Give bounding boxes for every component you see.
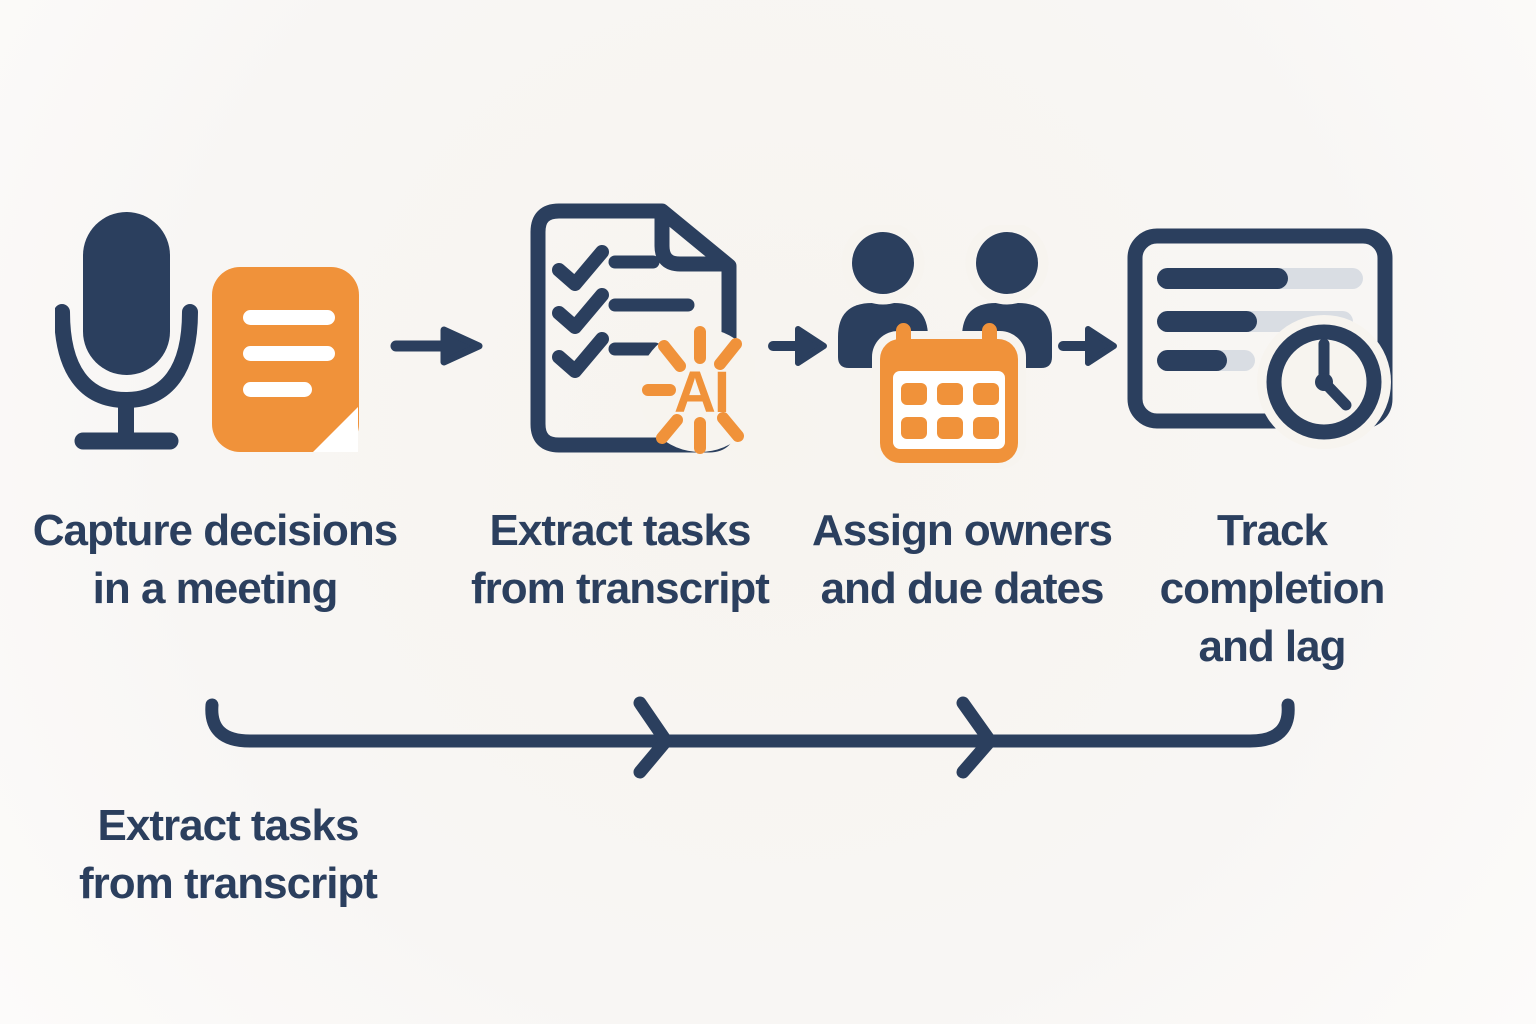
clock-icon xyxy=(1257,315,1391,449)
timeline-line xyxy=(205,698,1295,748)
step-label-track-completion: Track completion and lag xyxy=(1159,506,1386,671)
text-line xyxy=(243,346,335,361)
checklist-document-icon: AI xyxy=(530,203,755,454)
timeline-chevron-icon xyxy=(956,696,997,779)
text-line xyxy=(243,382,312,397)
clock-hub xyxy=(1315,373,1333,391)
timeline-chevron-icon xyxy=(633,696,673,779)
mic-capsule xyxy=(83,212,170,375)
step-label-capture-decisions: Capture decisions in a meeting xyxy=(32,506,398,613)
ai-badge-label: AI xyxy=(674,360,728,425)
checklist-rows xyxy=(552,245,695,378)
microphone-icon xyxy=(55,212,198,450)
text-line xyxy=(243,310,335,325)
people-calendar-icon xyxy=(838,225,1052,469)
timeline-arrow xyxy=(205,696,1295,779)
timeline-caption: Extract tasks from transcript xyxy=(79,801,378,908)
task-tracker-icon xyxy=(1127,228,1393,449)
folded-corner xyxy=(313,407,358,452)
transcript-document-icon xyxy=(212,267,359,452)
folded-corner xyxy=(654,205,733,272)
step-label-assign-owners: Assign owners and due dates xyxy=(812,506,1113,613)
calendar-date-cells xyxy=(901,383,999,439)
flow-arrow-icon xyxy=(1058,326,1117,366)
flow-arrow-icon xyxy=(390,326,483,366)
calendar-icon xyxy=(872,323,1026,469)
step-label-extract-tasks: Extract tasks from transcript xyxy=(471,506,770,613)
ai-sparkle-icon: AI xyxy=(638,326,755,454)
flow-arrow-icon xyxy=(768,326,827,366)
tracker-card xyxy=(1127,228,1393,429)
